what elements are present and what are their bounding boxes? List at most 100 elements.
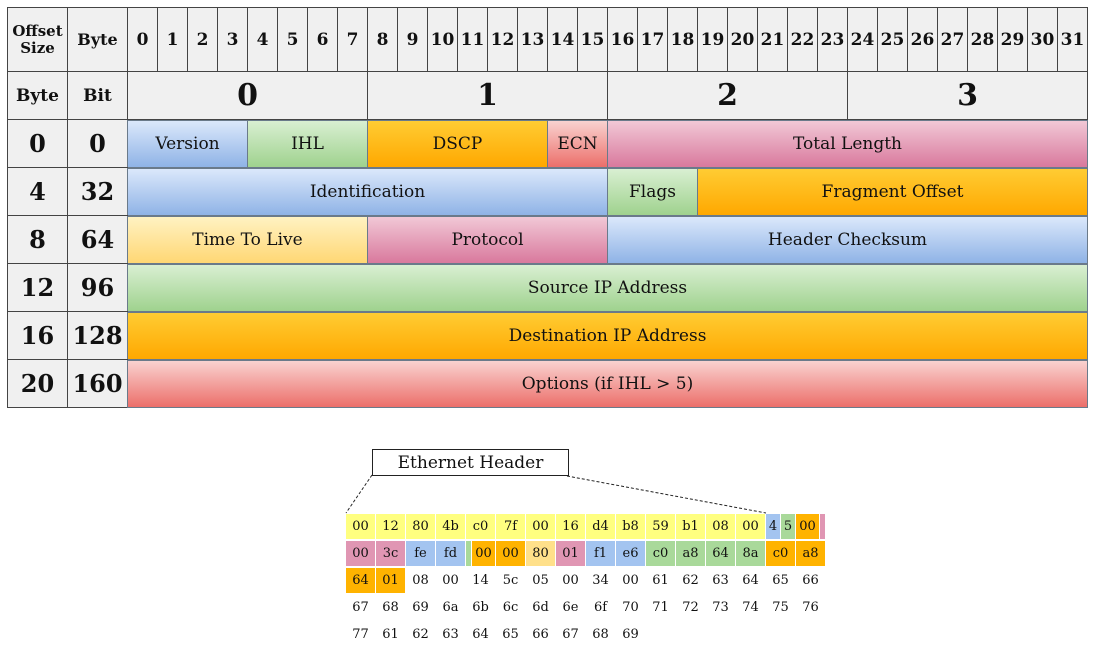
hex-byte: 6c [502,600,519,615]
hex-byte: 64 [472,627,489,642]
hex-byte: 00 [346,514,375,539]
bit-number: 23 [817,7,848,72]
row-bit-offset: 96 [67,263,128,312]
bit-number: 4 [247,7,278,72]
hex-byte: 62 [682,573,699,588]
hex-byte: 68 [382,600,399,615]
bit-number: 14 [547,7,578,72]
field-header-checksum: Header Checksum [607,216,1088,264]
hex-byte: 65 [502,627,519,642]
hex-byte: f1 [586,541,615,566]
hex-byte: 6a [442,600,459,615]
hex-byte: 00 [622,573,639,588]
hex-byte: b8 [616,514,645,539]
field-ecn: ECN [547,120,608,168]
hex-byte: 6f [593,600,608,615]
field-time-to-live: Time To Live [127,216,368,264]
byte-group-number: 0 [127,71,368,120]
field-fragment-offset: Fragment Offset [697,168,1088,216]
bit-number: 17 [637,7,668,72]
row-byte-offset: 8 [7,215,68,264]
bit-number: 11 [457,7,488,72]
hex-byte: 61 [382,627,399,642]
byte-group-number: 2 [607,71,848,120]
field-protocol: Protocol [367,216,608,264]
hex-byte [820,514,825,539]
row-byte-offset: 12 [7,263,68,312]
bit-number: 15 [577,7,608,72]
hex-byte: 70 [622,600,639,615]
hex-byte: c0 [646,541,675,566]
row-bit-offset: 128 [67,311,128,360]
hex-byte: 00 [496,541,525,566]
hex-byte: 69 [412,600,429,615]
hex-byte: 5c [502,573,519,588]
field-flags: Flags [607,168,698,216]
row-byte-offset: 4 [7,167,68,216]
hex-byte: fd [436,541,465,566]
hex-byte: 63 [712,573,729,588]
hex-byte: 34 [592,573,609,588]
hex-byte: 00 [562,573,579,588]
hex-byte: 62 [412,627,429,642]
bit-number: 19 [697,7,728,72]
field-identification: Identification [127,168,608,216]
bit-column-label: Bit [67,71,128,120]
bit-number: 13 [517,7,548,72]
hex-byte: 75 [772,600,789,615]
hex-byte: 00 [796,514,819,539]
hex-byte: 61 [652,573,669,588]
row-bit-offset: 0 [67,119,128,168]
hex-byte: 4 [766,514,780,539]
hex-byte: 08 [706,514,735,539]
bit-number: 25 [877,7,908,72]
hex-byte: 7f [496,514,525,539]
hex-byte: 67 [562,627,579,642]
byte-group-number: 3 [847,71,1088,120]
bit-number: 26 [907,7,938,72]
hex-byte: 4b [436,514,465,539]
row-byte-offset: 16 [7,311,68,360]
bit-number: 5 [277,7,308,72]
hex-byte: b1 [676,514,705,539]
hex-byte: 14 [472,573,489,588]
bit-number: 20 [727,7,758,72]
hex-byte: 3c [376,541,405,566]
hex-byte: e6 [616,541,645,566]
bit-number: 10 [427,7,458,72]
hex-byte: 80 [526,541,555,566]
hex-byte: a8 [796,541,825,566]
hex-byte: 00 [346,541,375,566]
bit-number: 18 [667,7,698,72]
hex-byte: 72 [682,600,699,615]
hex-byte: 64 [742,573,759,588]
field-dscp: DSCP [367,120,548,168]
field-destination-ip-address: Destination IP Address [127,312,1088,360]
bit-number: 28 [967,7,998,72]
bit-number: 7 [337,7,368,72]
hex-byte: a8 [676,541,705,566]
hex-byte: c0 [766,541,795,566]
hex-byte: 6e [562,600,579,615]
hex-byte: 8a [736,541,765,566]
bit-number: 6 [307,7,338,72]
hex-byte: c0 [466,514,495,539]
hex-byte: 08 [412,573,429,588]
offset-size-label: Offset Size [7,7,68,72]
hex-byte: 65 [772,573,789,588]
field-total-length: Total Length [607,120,1088,168]
hex-byte: 73 [712,600,729,615]
hex-byte: 00 [472,541,495,566]
hex-byte: 80 [406,514,435,539]
hex-byte: 00 [526,514,555,539]
hex-byte: fe [406,541,435,566]
hex-byte: 12 [376,514,405,539]
hex-byte [466,541,471,566]
row-bit-offset: 160 [67,359,128,408]
field-source-ip-address: Source IP Address [127,264,1088,312]
hex-byte: 66 [802,573,819,588]
bit-number: 1 [157,7,188,72]
bit-number: 0 [127,7,158,72]
hex-byte: 6b [472,600,489,615]
